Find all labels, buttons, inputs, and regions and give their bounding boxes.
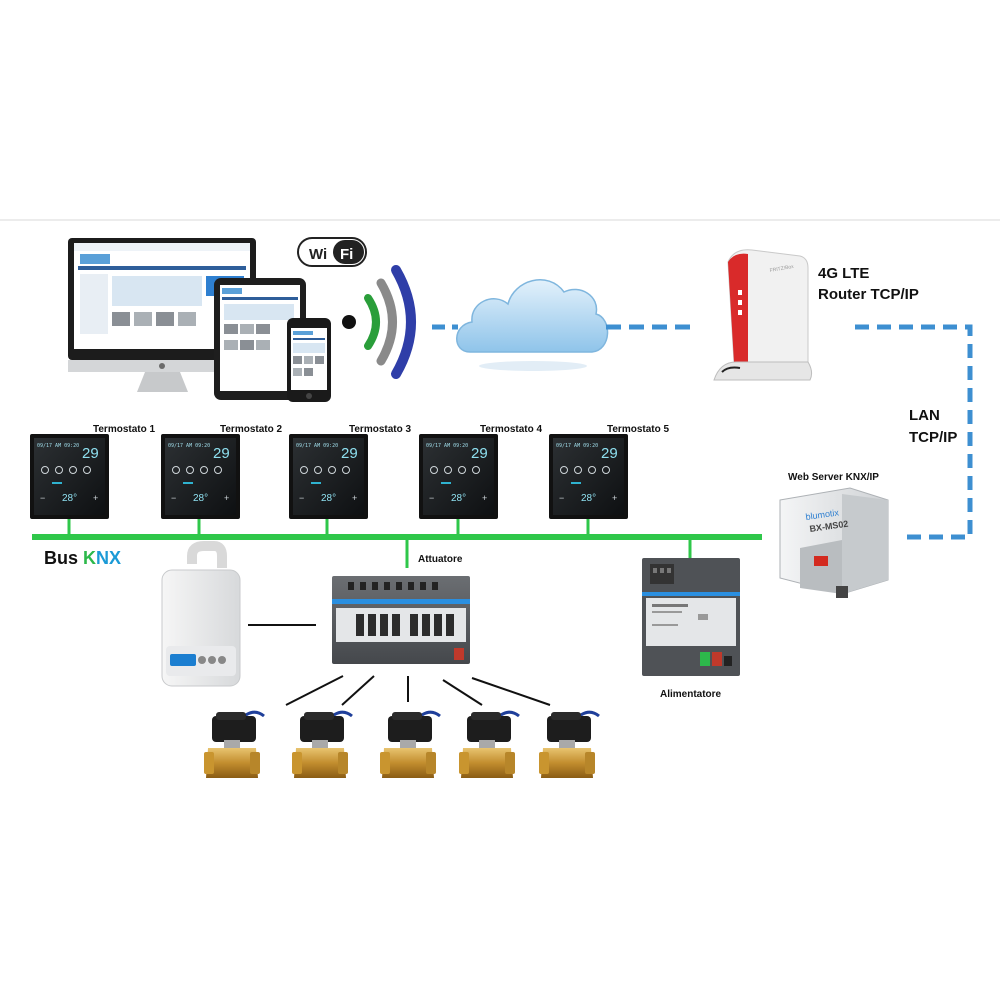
- thermostat-date: 09/17 AM 09:20: [168, 443, 210, 449]
- router-to-webserver-lan-connector: [855, 324, 973, 540]
- thermostat-indicator: [441, 482, 451, 484]
- lan-label-line2: TCP/IP: [909, 429, 957, 446]
- client-devices-group: [68, 238, 331, 402]
- thermostat-minus-icon: −: [40, 493, 45, 503]
- actuator-top-terminals: [348, 582, 438, 590]
- thermostat-date: 09/17 AM 09:20: [37, 443, 79, 449]
- tablet-icon: [214, 278, 306, 400]
- solenoid-valve-icon: [539, 710, 600, 778]
- thermostat-screen: [553, 438, 624, 515]
- thermostat-setpoint: 29: [341, 445, 358, 462]
- thermostat-label: Termostato 4: [480, 424, 542, 435]
- thermostat-minus-icon: −: [299, 493, 304, 503]
- wireless-signal-icon: [342, 265, 416, 379]
- thermostat-room-temp: 28°: [321, 493, 336, 504]
- thermostat-plus-icon: +: [352, 493, 357, 503]
- wifi-logo-right-text: Fi: [340, 246, 353, 263]
- thermostat-date: 09/17 AM 09:20: [556, 443, 598, 449]
- router-label-line1: 4G LTE: [818, 265, 869, 282]
- thermostat-indicator: [311, 482, 321, 484]
- solenoid-valve-icon: [204, 710, 265, 778]
- thermostat-setpoint: 29: [82, 445, 99, 462]
- thermostat-setpoint: 29: [601, 445, 618, 462]
- actuator-device-icon: [332, 576, 470, 664]
- thermostat-label: Termostato 3: [349, 424, 411, 435]
- power-supply-device-icon: [642, 558, 740, 676]
- thermostat-mode-icons: [172, 466, 222, 474]
- solenoid-valve-icon: [292, 710, 353, 778]
- smartphone-icon: [287, 318, 331, 402]
- thermostat-indicator: [183, 482, 193, 484]
- thermostat-mode-icons: [430, 466, 480, 474]
- thermostat-label: Termostato 1: [93, 424, 155, 435]
- actuator-to-valves-connectors: [285, 675, 551, 706]
- thermostat-plus-icon: +: [93, 493, 98, 503]
- thermostat-minus-icon: −: [171, 493, 176, 503]
- thermostat-setpoint: 29: [213, 445, 230, 462]
- thermostat-plus-icon: +: [612, 493, 617, 503]
- bus-label-x: X: [109, 548, 121, 568]
- webserver-title: Web Server KNX/IP: [788, 472, 879, 483]
- solenoid-valve-icon: [459, 710, 520, 778]
- thermostat-room-temp: 28°: [62, 493, 77, 504]
- thermostat-mode-icons: [560, 466, 610, 474]
- webserver-brand-text: blumotix: [805, 507, 840, 522]
- solenoid-valve-icon: [380, 710, 441, 778]
- lan-label-line1: LAN: [909, 407, 940, 424]
- router-label-line2: Router TCP/IP: [818, 286, 919, 303]
- thermostat-plus-icon: +: [482, 493, 487, 503]
- thermostat-indicator: [52, 482, 62, 484]
- bus-label-n: N: [96, 548, 109, 568]
- bus-label-prefix: Bus: [44, 548, 83, 568]
- thermostat-screen: [423, 438, 494, 515]
- thermostat-setpoint: 29: [471, 445, 488, 462]
- thermostat-indicator: [571, 482, 581, 484]
- bus-label-k: K: [83, 548, 96, 568]
- router-icon: FRITZ!Box: [713, 249, 813, 381]
- thermostat-date: 09/17 AM 09:20: [296, 443, 338, 449]
- thermostat-minus-icon: −: [559, 493, 564, 503]
- router-brand-text: FRITZ!Box: [769, 264, 794, 274]
- wifi-logo: Wi Fi: [297, 237, 367, 267]
- cloud-icon: [456, 279, 609, 371]
- thermostat-mode-icons: [41, 466, 91, 474]
- actuator-buttons: [356, 614, 454, 636]
- thermostat-date: 09/17 AM 09:20: [426, 443, 468, 449]
- actuator-label: Attuatore: [418, 554, 463, 565]
- webserver-device-icon: blumotix BX-MS02: [779, 487, 889, 598]
- thermostat-screen: [293, 438, 364, 515]
- thermostat-label: Termostato 2: [220, 424, 282, 435]
- power-supply-label: Alimentatore: [660, 689, 722, 700]
- thermostat-screen: [34, 438, 105, 515]
- thermostat-room-temp: 28°: [451, 493, 466, 504]
- thermostat-screen: [165, 438, 236, 515]
- thermostat-minus-icon: −: [429, 493, 434, 503]
- boiler-icon: [161, 541, 241, 687]
- bus-knx-label: Bus KNX: [44, 548, 121, 568]
- thermostat-plus-icon: +: [224, 493, 229, 503]
- thermostat-label: Termostato 5: [607, 424, 669, 435]
- solenoid-valves-group: [204, 710, 600, 778]
- thermostat-room-temp: 28°: [193, 493, 208, 504]
- thermostat-room-temp: 28°: [581, 493, 596, 504]
- wifi-logo-left-text: Wi: [309, 246, 327, 263]
- thermostat-mode-icons: [300, 466, 350, 474]
